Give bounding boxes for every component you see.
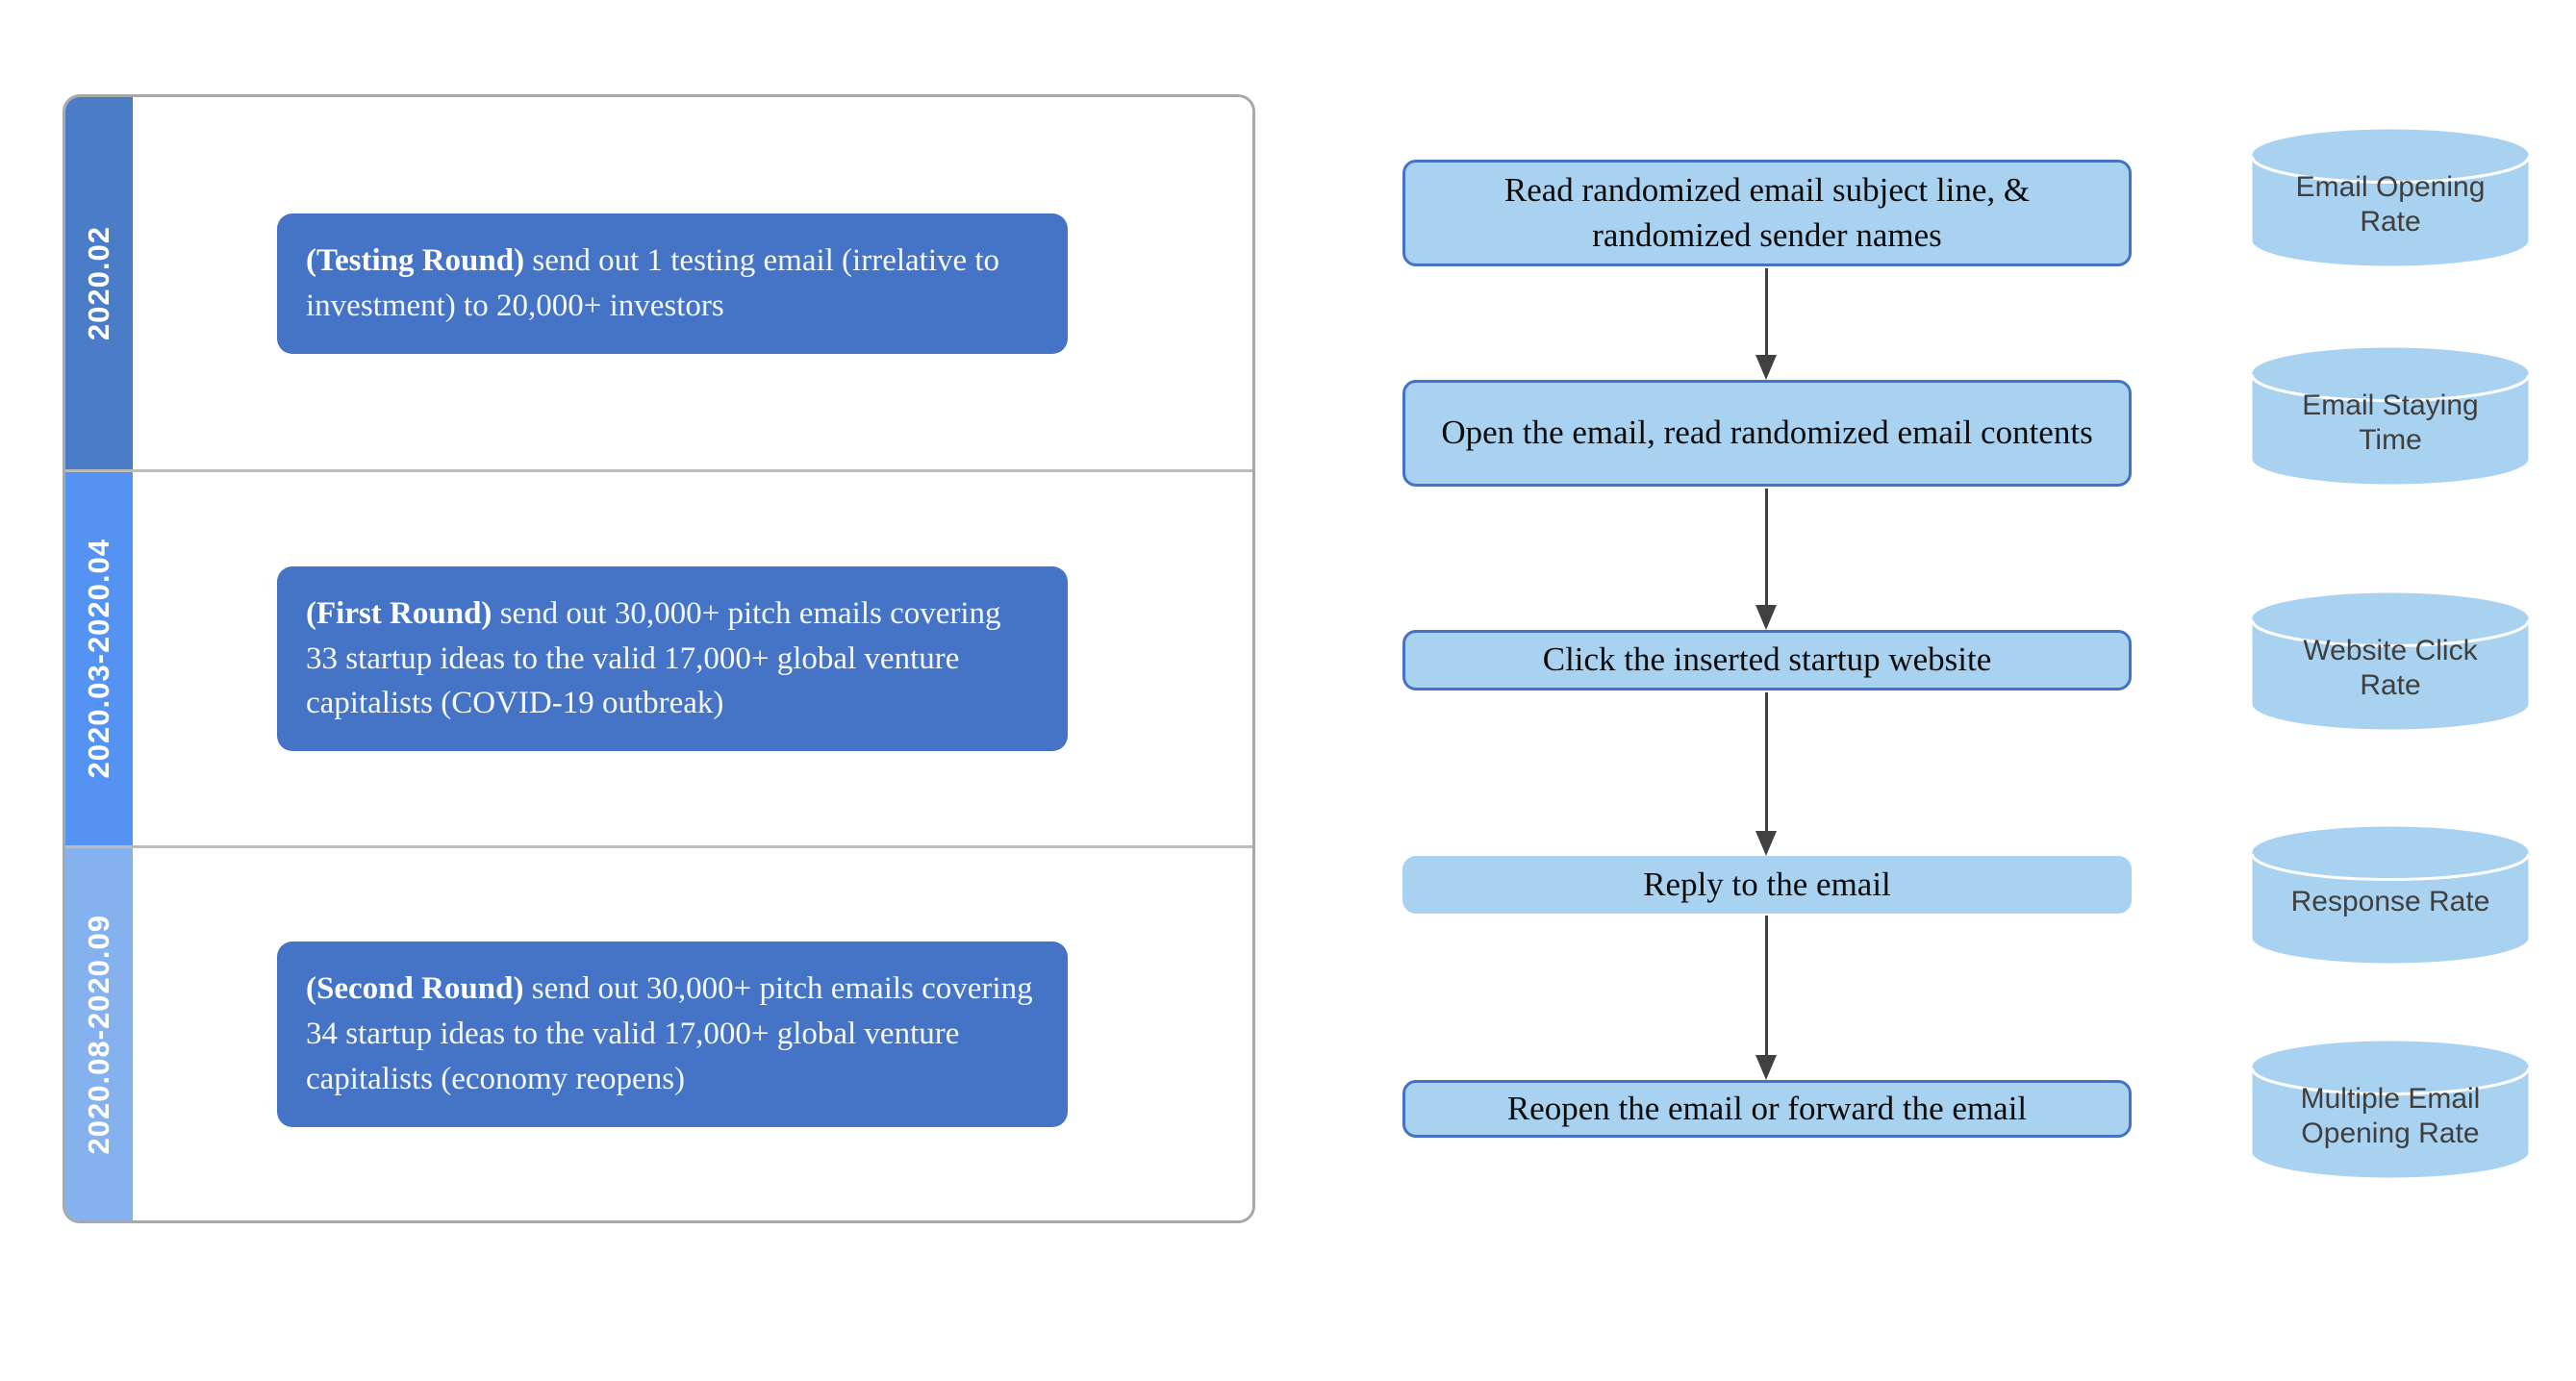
round-text: send out 30,000+ pitch emails covering 3…	[306, 971, 1033, 1096]
flow-step-read-subject: Read randomized email subject line, & ra…	[1402, 160, 2132, 266]
timeline-row: 2020.08-2020.09 (Second Round) send out …	[65, 847, 1252, 1220]
flow-arrow-down-icon	[1755, 916, 1777, 1080]
metric-cylinder-response-rate: Response Rate	[2251, 825, 2530, 965]
timeline-period-strip: 2020.03-2020.04	[65, 472, 133, 845]
metric-cylinder-multiple-email-opening-rate: Multiple Email Opening Rate	[2251, 1040, 2530, 1179]
metric-label: Multiple Email Opening Rate	[2300, 1083, 2481, 1149]
timeline-period-strip: 2020.02	[65, 97, 133, 470]
flow-step-open-email: Open the email, read randomized email co…	[1402, 380, 2132, 487]
metric-cylinder-email-staying-time: Email Staying Time	[2251, 346, 2530, 486]
flow-step-reply-email: Reply to the email	[1402, 856, 2132, 914]
metric-label: Response Rate	[2290, 885, 2490, 917]
timeline-period-label: 2020.08-2020.09	[82, 914, 115, 1155]
timeline-row-content: (Testing Round) send out 1 testing email…	[133, 97, 1252, 470]
metric-label: Website Click Rate	[2303, 635, 2478, 701]
round-text: send out 30,000+ pitch emails covering 3…	[306, 595, 1001, 721]
metric-cylinder-email-opening-rate: Email Opening Rate	[2251, 128, 2530, 267]
round-title: (First Round)	[306, 595, 492, 631]
flow-arrow-down-icon	[1755, 268, 1777, 380]
metric-cylinder-website-click-rate: Website Click Rate	[2251, 591, 2530, 731]
flow-arrow-down-icon	[1755, 692, 1777, 856]
database-cylinder-icon	[2251, 1041, 2530, 1178]
flow-step-click-website: Click the inserted startup website	[1402, 630, 2132, 690]
timeline-row-content: (First Round) send out 30,000+ pitch ema…	[133, 472, 1252, 845]
database-cylinder-icon	[2251, 826, 2530, 964]
round-title: (Second Round)	[306, 971, 524, 1007]
flow-arrow-down-icon	[1755, 489, 1777, 630]
database-cylinder-icon	[2251, 592, 2530, 730]
round-text: send out 1 testing email (irrelative to …	[306, 242, 1000, 323]
timeline-row: 2020.02 (Testing Round) send out 1 testi…	[65, 97, 1252, 473]
round-title: (Testing Round)	[306, 242, 525, 278]
round-description-box: (Second Round) send out 30,000+ pitch em…	[277, 942, 1068, 1127]
timeline-row: 2020.03-2020.04 (First Round) send out 3…	[65, 472, 1252, 848]
timeline-period-label: 2020.03-2020.04	[82, 539, 115, 779]
metric-label: Email Opening Rate	[2295, 171, 2486, 238]
timeline-panel: 2020.02 (Testing Round) send out 1 testi…	[63, 94, 1255, 1223]
timeline-period-label: 2020.02	[82, 226, 115, 341]
timeline-row-content: (Second Round) send out 30,000+ pitch em…	[133, 847, 1252, 1220]
database-cylinder-icon	[2251, 347, 2530, 485]
timeline-period-strip: 2020.08-2020.09	[65, 847, 133, 1220]
round-description-box: (Testing Round) send out 1 testing email…	[277, 213, 1068, 354]
metric-label: Email Staying Time	[2302, 389, 2479, 456]
flow-step-reopen-forward: Reopen the email or forward the email	[1402, 1080, 2132, 1138]
database-cylinder-icon	[2251, 129, 2530, 266]
round-description-box: (First Round) send out 30,000+ pitch ema…	[277, 565, 1068, 752]
